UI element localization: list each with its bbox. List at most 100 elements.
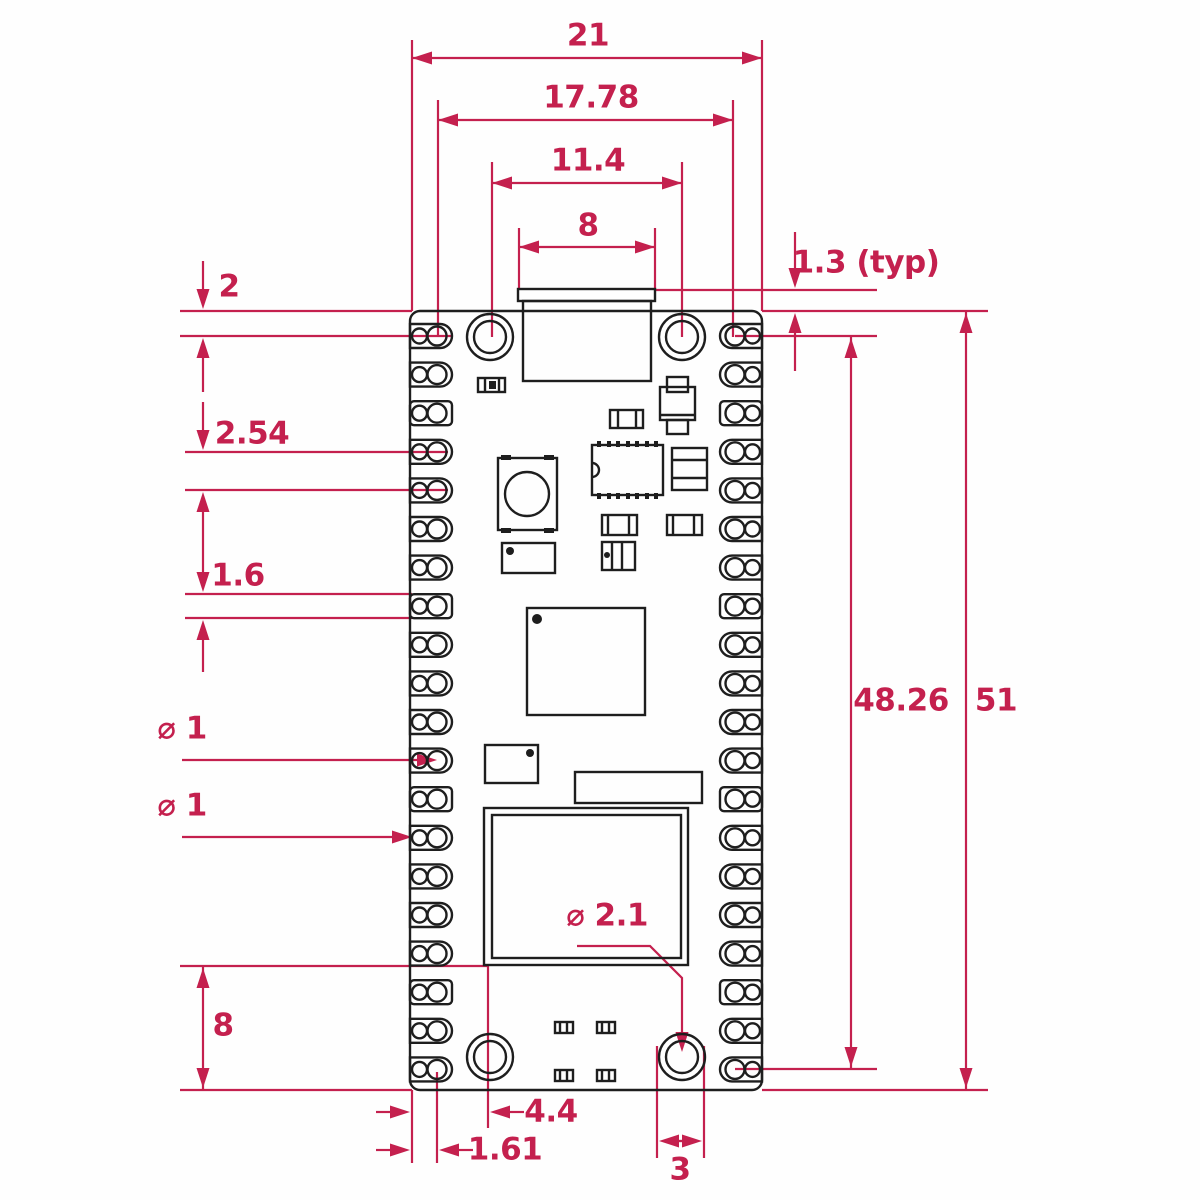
castellation-hole bbox=[410, 1060, 429, 1079]
dimension-arrowhead bbox=[635, 240, 655, 254]
pad-right bbox=[718, 554, 764, 581]
pad-right bbox=[718, 400, 764, 427]
pad-through-hole bbox=[724, 595, 746, 617]
pad-through-hole bbox=[426, 788, 448, 810]
dim-label-castellation-dia-2: ⌀ 1 bbox=[157, 787, 207, 824]
pad-through-hole bbox=[724, 788, 746, 810]
dimension-arrowhead bbox=[196, 338, 210, 358]
pad-left bbox=[408, 940, 454, 967]
pad-right bbox=[718, 747, 764, 774]
component-outline bbox=[665, 375, 690, 394]
pad-left bbox=[408, 400, 454, 427]
dim-label-board-width: 21 bbox=[566, 17, 610, 54]
pad-right bbox=[718, 477, 764, 504]
pin1-dot bbox=[604, 552, 610, 558]
dimension-arrowhead bbox=[662, 176, 682, 190]
component-outline bbox=[665, 513, 704, 537]
dim-label-mount-hole-dia: ⌀ 2.1 bbox=[566, 897, 648, 934]
pad-right bbox=[718, 940, 764, 967]
pad-left bbox=[408, 554, 454, 581]
pad-left bbox=[408, 438, 454, 465]
mounting-hole bbox=[664, 319, 700, 355]
component-outline bbox=[600, 513, 639, 537]
component-pin bbox=[501, 528, 511, 533]
pad-left bbox=[408, 515, 454, 543]
pin1-dot bbox=[532, 614, 542, 624]
component-outline bbox=[600, 540, 637, 572]
pad-through-hole bbox=[724, 634, 746, 656]
pad-left bbox=[408, 979, 454, 1006]
leader-line-hole-diameter bbox=[577, 944, 684, 1036]
pad-through-hole bbox=[724, 827, 746, 849]
pad-left bbox=[408, 901, 454, 929]
dimension-arrowhead bbox=[196, 572, 210, 592]
pad-through-hole bbox=[426, 556, 448, 579]
castellation-hole bbox=[743, 829, 762, 847]
component-pin bbox=[616, 441, 620, 447]
pad-through-hole bbox=[724, 1020, 746, 1042]
pad-through-hole bbox=[724, 672, 746, 695]
pad-through-hole bbox=[426, 363, 448, 386]
component-outline bbox=[670, 446, 709, 492]
component-outline bbox=[553, 1020, 575, 1035]
component-pin bbox=[654, 441, 658, 447]
component-pin bbox=[544, 528, 554, 533]
board-outline bbox=[408, 309, 764, 1092]
component-pin bbox=[501, 455, 511, 460]
dim-label-mount-pad-dia: 3 bbox=[669, 1151, 691, 1188]
castellation-hole bbox=[410, 983, 429, 1001]
pad-through-hole bbox=[426, 904, 448, 926]
pad-through-hole bbox=[426, 402, 448, 424]
pad-left bbox=[408, 361, 454, 388]
pad-right bbox=[718, 979, 764, 1006]
castellation-hole bbox=[743, 404, 762, 422]
pad-right bbox=[718, 824, 764, 851]
dimension-arrowhead bbox=[959, 313, 973, 333]
component-outline bbox=[525, 606, 647, 717]
dimension-arrowhead bbox=[713, 113, 733, 127]
pad-right bbox=[718, 593, 764, 620]
dimension-arrowhead bbox=[659, 1134, 679, 1148]
castellation-hole bbox=[743, 867, 762, 886]
pad-right bbox=[718, 361, 764, 388]
castellation-hole bbox=[743, 636, 762, 654]
castellation-hole bbox=[410, 1022, 429, 1040]
component-pin bbox=[645, 493, 649, 499]
component-outline bbox=[595, 1068, 617, 1083]
component-pin bbox=[607, 493, 611, 499]
pad-right bbox=[718, 670, 764, 697]
pad-through-hole bbox=[724, 904, 746, 926]
dimension-arrowhead bbox=[492, 176, 512, 190]
component-outline bbox=[521, 299, 653, 383]
dim-label-pad-width: 1.6 bbox=[211, 557, 265, 594]
pad-right bbox=[718, 708, 764, 736]
dim-label-pad-x-offset: 1.61 bbox=[467, 1131, 543, 1168]
mounting-hole-pad bbox=[657, 312, 707, 362]
component-pin bbox=[597, 441, 601, 447]
component-pin bbox=[597, 493, 601, 499]
castellation-hole bbox=[743, 713, 762, 731]
dim-label-hole-x-offset: 4.4 bbox=[524, 1093, 578, 1130]
pad-through-hole bbox=[426, 827, 448, 849]
pad-through-hole bbox=[724, 363, 746, 386]
dimension-arrowhead bbox=[392, 830, 412, 844]
component-pin bbox=[645, 441, 649, 447]
pad-left bbox=[408, 824, 454, 851]
pad-through-hole bbox=[426, 1020, 448, 1042]
dim-label-pad-top-margin: 2 bbox=[218, 268, 240, 305]
component-pin bbox=[489, 381, 496, 389]
pad-left bbox=[408, 786, 454, 813]
component-outline bbox=[590, 443, 665, 497]
component-pin bbox=[635, 441, 639, 447]
pad-left bbox=[408, 863, 454, 890]
mounting-hole-pad bbox=[465, 312, 515, 362]
dimension-arrowhead bbox=[844, 338, 858, 358]
pad-left bbox=[408, 322, 454, 350]
pad-right bbox=[718, 901, 764, 929]
dim-label-header-span: 17.78 bbox=[543, 79, 639, 116]
castellation-hole bbox=[743, 751, 762, 770]
dim-label-bottom-margin: 8 bbox=[212, 1007, 234, 1044]
pad-through-hole bbox=[724, 865, 746, 888]
pad-through-hole bbox=[724, 942, 746, 965]
pad-right bbox=[718, 1056, 764, 1083]
